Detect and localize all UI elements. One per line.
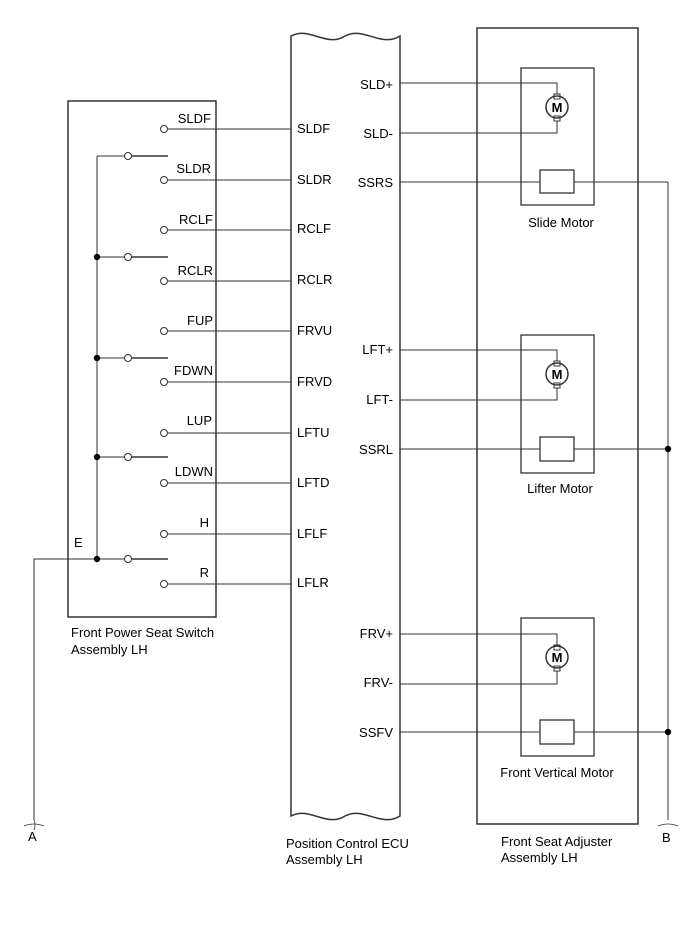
switch-assembly-box xyxy=(67,100,217,618)
switch-assembly-name-line1: Front Power Seat Switch xyxy=(71,625,214,640)
ecu-name-line2: Assembly LH xyxy=(286,852,363,867)
front-vertical-motor-label: Front Vertical Motor xyxy=(500,765,614,780)
ecu-pin-label: LFLF xyxy=(297,526,327,541)
ecu-name-line1: Position Control ECU xyxy=(286,836,409,851)
adjuster-box xyxy=(476,27,639,825)
ecu-pin-label: SSFV xyxy=(359,725,393,740)
ecu-pin-label: LFTU xyxy=(297,425,330,440)
motor-m-symbol: M xyxy=(552,100,563,115)
ecu-pin-label: LFLR xyxy=(297,575,329,590)
ecu-pin-label: SSRS xyxy=(358,175,394,190)
switch-terminal-label: LUP xyxy=(187,413,212,428)
switch-assembly-name-line2: Assembly LH xyxy=(71,642,148,657)
ecu-pin-label: SLD- xyxy=(363,126,393,141)
ecu-pin-label: SLDR xyxy=(297,172,332,187)
switch-terminal-label: SLDR xyxy=(176,161,211,176)
lifter-sensor xyxy=(539,436,575,462)
switch-terminal-label: RCLR xyxy=(178,263,213,278)
ecu-pin-label: RCLF xyxy=(297,221,331,236)
adjuster-name-line1: Front Seat Adjuster xyxy=(501,834,613,849)
switch-terminal-label: R xyxy=(200,565,209,580)
ecu-pin-label: SLDF xyxy=(297,121,330,136)
common-terminal-label: E xyxy=(74,535,83,550)
ecu-pin-label: FRVD xyxy=(297,374,332,389)
lifter-motor-box xyxy=(520,334,595,474)
ground-wire-a xyxy=(33,558,97,820)
lifter-motor-label: Lifter Motor xyxy=(527,481,593,496)
slide-motor-box xyxy=(520,67,595,206)
switch-terminal-label: H xyxy=(200,515,209,530)
ecu-pin-label: FRV- xyxy=(364,675,393,690)
ecu-pin-label: LFT+ xyxy=(362,342,393,357)
ecu-pin-label: LFT- xyxy=(366,392,393,407)
front-vertical-sensor xyxy=(539,719,575,745)
connector-b-label: B xyxy=(662,830,671,845)
lifter-motor-symbol xyxy=(545,362,569,386)
front-vertical-motor-box xyxy=(520,617,595,757)
connector-a-label: A xyxy=(28,829,37,844)
ecu-box xyxy=(290,32,401,821)
front-vertical-motor-symbol xyxy=(545,645,569,669)
motor-m-symbol: M xyxy=(552,650,563,665)
switch-terminal-label: SLDF xyxy=(178,111,211,126)
ecu-pin-label: SLD+ xyxy=(360,77,393,92)
ecu-pin-label: FRV+ xyxy=(360,626,393,641)
switch-terminal-label: FDWN xyxy=(174,363,213,378)
adjuster-name-line2: Assembly LH xyxy=(501,850,578,865)
ecu-pin-label: SSRL xyxy=(359,442,393,457)
ecu-pin-label: RCLR xyxy=(297,272,332,287)
slide-sensor xyxy=(539,169,575,194)
slide-motor-label: Slide Motor xyxy=(528,215,594,230)
switch-terminal-label: LDWN xyxy=(175,464,213,479)
switch-terminal-label: RCLF xyxy=(179,212,213,227)
ecu-pin-label: LFTD xyxy=(297,475,330,490)
slide-motor-symbol xyxy=(545,95,569,119)
motor-m-symbol: M xyxy=(552,367,563,382)
switch-terminal-label: FUP xyxy=(187,313,213,328)
ecu-pin-label: FRVU xyxy=(297,323,332,338)
